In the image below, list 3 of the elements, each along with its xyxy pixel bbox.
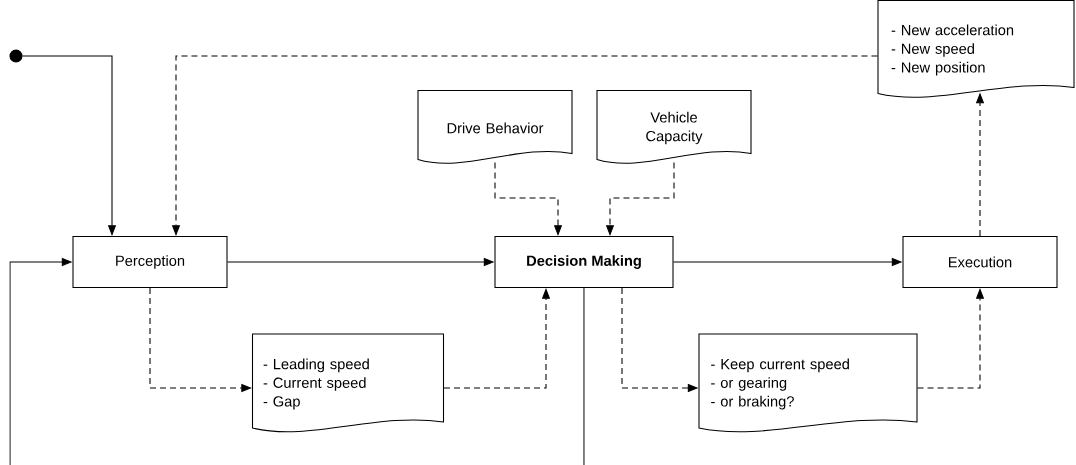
process-box: Perception <box>72 235 228 289</box>
process-box: Execution <box>902 235 1058 289</box>
process-box: Decision Making <box>494 235 674 289</box>
